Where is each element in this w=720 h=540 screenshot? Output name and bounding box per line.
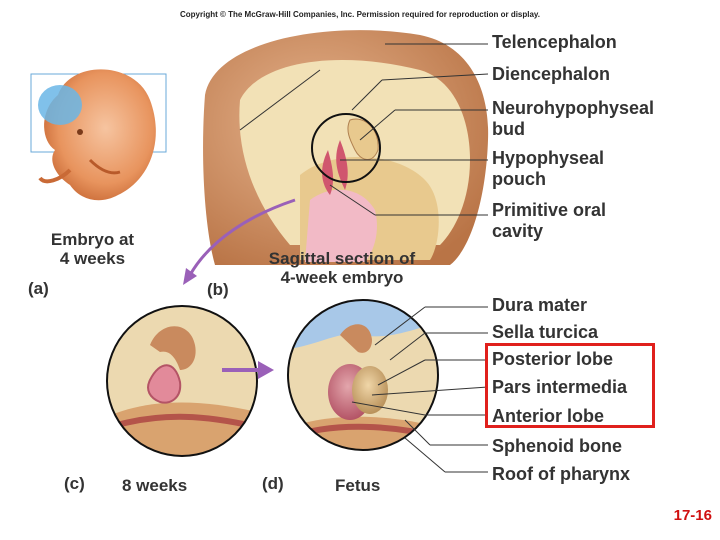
caption-8-weeks: 8 weeks <box>122 476 188 495</box>
eight-weeks-circle-image <box>107 306 257 456</box>
label-pars-intermedia: Pars intermedia <box>492 377 628 397</box>
copyright-notice: Copyright © The McGraw-Hill Companies, I… <box>179 10 541 19</box>
label-posterior-lobe: Posterior lobe <box>492 349 614 369</box>
slide-number: 17-16 <box>673 507 712 524</box>
caption-embryo-4-weeks: Embryo at 4 weeks <box>50 230 135 268</box>
label-dura-mater: Dura mater <box>492 295 588 315</box>
panel-letter-d: (d) <box>262 474 284 493</box>
sagittal-section-image <box>183 30 489 285</box>
label-neurohypophyseal-bud: Neurohypophyseal bud <box>492 98 655 139</box>
label-sphenoid-bone: Sphenoid bone <box>492 436 622 456</box>
caption-fetus: Fetus <box>335 476 381 495</box>
label-roof-of-pharynx: Roof of pharynx <box>492 464 630 484</box>
label-anterior-lobe: Anterior lobe <box>492 406 605 426</box>
label-hypophyseal-pouch: Hypophyseal pouch <box>492 148 605 189</box>
highlight-box-pituitary-lobes <box>485 343 655 428</box>
panel-letter-b: (b) <box>207 280 229 299</box>
fetus-circle-image <box>288 300 438 450</box>
label-diencephalon: Diencephalon <box>492 64 611 84</box>
label-telencephalon: Telencephalon <box>492 32 617 52</box>
embryo-4-weeks-image <box>30 69 167 201</box>
panel-letter-a: (a) <box>28 279 49 298</box>
label-primitive-oral-cavity: Primitive oral cavity <box>492 200 607 241</box>
label-sella-turcica: Sella turcica <box>492 322 599 342</box>
caption-sagittal-section: Sagittal section of 4-week embryo <box>268 249 416 287</box>
panel-letter-c: (c) <box>64 474 85 493</box>
